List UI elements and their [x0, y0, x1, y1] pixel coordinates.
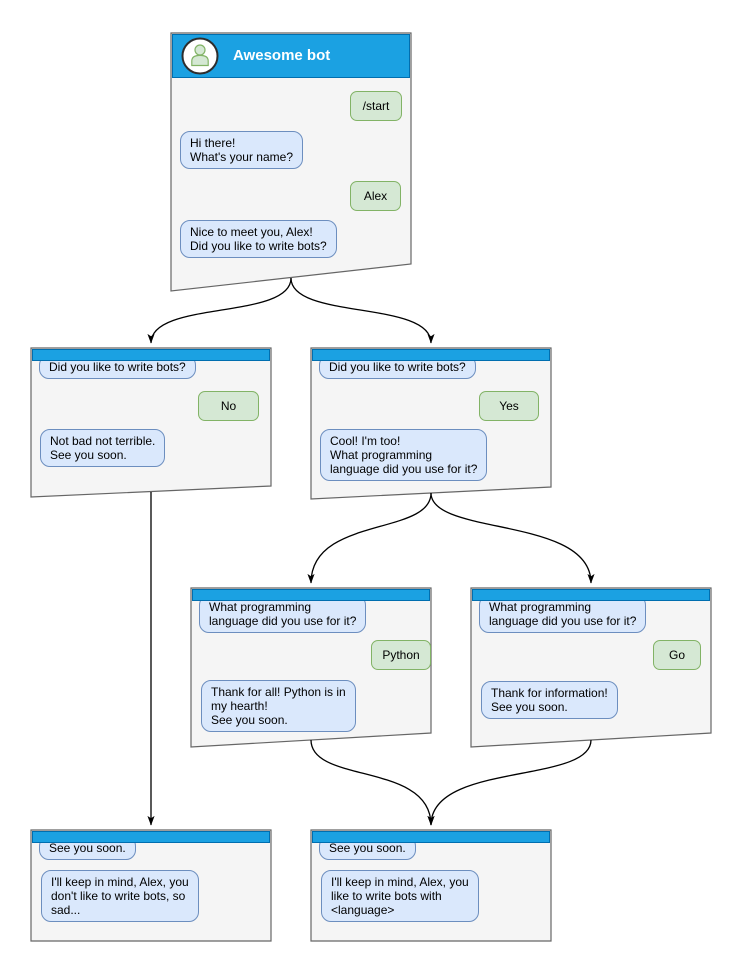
- connector-main-to-no: [147, 277, 292, 344]
- bot-bubble-ask-bots: Nice to meet you, Alex! Did you like to …: [180, 220, 337, 258]
- main-window-title: Awesome bot: [233, 47, 331, 64]
- bot-bubble-python-reply: Thank for all! Python is in my hearth! S…: [201, 680, 356, 732]
- connector-python-to-end: [310, 739, 435, 826]
- bot-bubble-yes-reply: Cool! I'm too! What programming language…: [320, 429, 488, 481]
- user-bubble-no: No: [198, 391, 259, 421]
- branch-go-header: [472, 589, 710, 601]
- connector-main-to-yes: [290, 277, 435, 344]
- bot-bubble-no-reply: Not bad not terrible. See you soon.: [40, 429, 166, 467]
- person-icon: [181, 37, 219, 75]
- bot-bubble-go-context: What programming language did you use fo…: [479, 595, 647, 633]
- branch-yes-header: [312, 349, 550, 361]
- bot-avatar: [181, 37, 219, 75]
- user-bubble-start: /start: [350, 91, 402, 121]
- connector-go-to-end: [427, 739, 592, 826]
- user-bubble-yes: Yes: [479, 391, 539, 421]
- bot-bubble-greeting: Hi there! What's your name?: [180, 131, 304, 169]
- branch-python-header: [192, 589, 430, 601]
- bot-bubble-python-context: What programming language did you use fo…: [199, 595, 367, 633]
- user-bubble-go: Go: [653, 640, 701, 670]
- branch-no-header: [32, 349, 270, 361]
- bot-bubble-end-no-reply: I'll keep in mind, Alex, you don't like …: [41, 870, 199, 922]
- end-no-header: [32, 831, 270, 843]
- user-bubble-python: Python: [371, 640, 431, 670]
- end-yes-header: [312, 831, 550, 843]
- connector-yes-to-go: [430, 492, 595, 584]
- bot-bubble-end-yes-reply: I'll keep in mind, Alex, you like to wri…: [321, 870, 479, 922]
- user-bubble-name: Alex: [350, 181, 401, 211]
- bot-bubble-go-reply: Thank for information! See you soon.: [481, 681, 618, 719]
- connector-yes-to-python: [307, 492, 432, 584]
